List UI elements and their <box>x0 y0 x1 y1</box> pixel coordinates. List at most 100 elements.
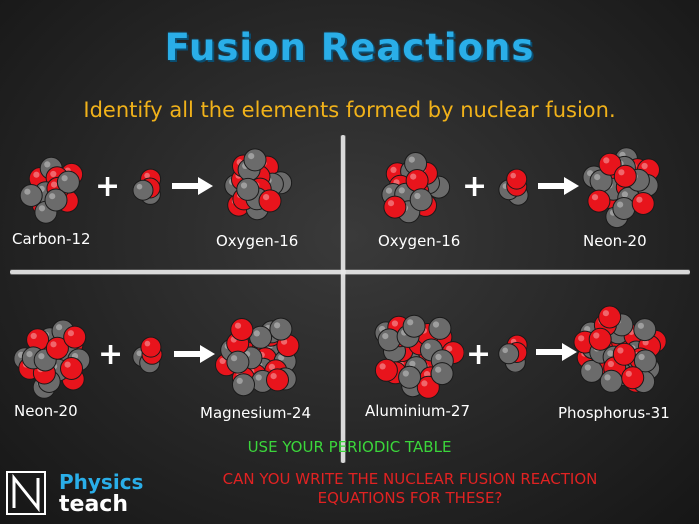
proton-particle <box>612 342 636 366</box>
plus-sign: + <box>466 337 492 372</box>
particle-highlight <box>421 380 428 387</box>
proton-particle <box>631 192 655 215</box>
neutron-particle <box>430 362 454 386</box>
neutron-particle <box>633 349 657 373</box>
neutron-particle <box>398 365 422 389</box>
equation-question-line-2: EQUATIONS FOR THESE? <box>317 489 503 507</box>
particle-highlight <box>33 171 40 178</box>
proton-particle <box>383 195 407 219</box>
particle-highlight <box>603 157 610 164</box>
particle-highlight <box>607 350 614 357</box>
particle-highlight <box>591 194 599 201</box>
proton-particle <box>587 189 611 213</box>
reaction-arrow-icon <box>174 345 215 363</box>
reactant-label-3: Neon-20 <box>14 402 78 420</box>
proton-particle <box>506 168 528 190</box>
particle-highlight <box>618 169 625 176</box>
particle-highlight <box>641 162 648 170</box>
proton-particle <box>140 336 162 358</box>
proton-particle <box>266 368 289 392</box>
particle-highlight <box>382 333 389 340</box>
particle-highlight <box>410 173 417 180</box>
neutron-particle <box>56 170 80 194</box>
particle-highlight <box>593 332 600 339</box>
neutron-particle <box>498 343 520 365</box>
neutron-particle <box>377 328 401 352</box>
neutron-particle <box>44 188 68 212</box>
particle-highlight <box>49 193 56 200</box>
particle-highlight <box>136 183 143 190</box>
particle-highlight <box>636 196 643 203</box>
proton-particle <box>60 357 83 380</box>
horizontal-chalk-divider <box>10 270 690 274</box>
particle-highlight <box>236 377 243 384</box>
product-label-4: Phosphorus-31 <box>558 404 670 422</box>
proton-particle <box>405 169 429 192</box>
particle-highlight <box>407 319 414 326</box>
carbon-12-nucleus-icon <box>19 156 84 224</box>
slide-subtitle: Identify all the elements formed by nucl… <box>83 98 616 122</box>
particle-highlight <box>263 194 270 201</box>
particle-highlight <box>604 374 611 381</box>
logo-text-teach: teach <box>59 492 128 517</box>
aluminium-27-nucleus-icon <box>374 314 464 399</box>
particle-highlight <box>61 175 68 182</box>
particle-highlight <box>248 153 255 160</box>
particle-highlight <box>231 355 238 362</box>
product-label-1: Oxygen-16 <box>216 232 299 250</box>
particle-highlight <box>617 201 624 208</box>
neutron-particle <box>409 188 433 212</box>
oxygen-16-nucleus-icon <box>381 152 451 224</box>
particle-highlight <box>578 335 585 342</box>
neutron-particle <box>612 197 636 220</box>
particle-highlight <box>44 161 51 168</box>
vertical-chalk-divider <box>341 135 345 463</box>
particle-highlight <box>602 310 609 317</box>
particle-highlight <box>240 182 248 189</box>
neon-20-nucleus-icon <box>13 319 91 399</box>
particle-highlight <box>24 188 31 195</box>
particle-highlight <box>584 364 591 371</box>
particle-highlight <box>402 370 409 377</box>
particle-highlight <box>255 374 262 381</box>
particle-highlight <box>446 345 453 352</box>
particle-highlight <box>270 373 277 380</box>
particle-highlight <box>424 343 431 350</box>
particle-highlight <box>398 187 405 194</box>
neutron-particle <box>226 350 250 374</box>
particle-highlight <box>136 350 143 357</box>
proton-particle <box>63 325 87 349</box>
particle-highlight <box>26 351 33 358</box>
particle-highlight <box>30 332 37 340</box>
particle-highlight <box>56 324 63 331</box>
logo-mark-icon <box>6 471 46 515</box>
particle-highlight <box>379 363 386 370</box>
particle-highlight <box>144 172 150 179</box>
particle-highlight <box>423 371 431 378</box>
particle-highlight <box>510 172 516 179</box>
particle-highlight <box>432 321 440 328</box>
reactant-label-4: Aluminium-27 <box>365 402 471 420</box>
particle-highlight <box>51 181 58 188</box>
slide-title: Fusion Reactions <box>164 26 535 69</box>
equation-question-line-1: CAN YOU WRITE THE NUCLEAR FUSION REACTIO… <box>222 470 598 488</box>
particle-highlight <box>594 174 601 181</box>
particle-highlight <box>390 166 397 173</box>
neutron-particle <box>428 316 452 340</box>
particle-highlight <box>38 353 45 360</box>
proton-particle <box>374 358 398 382</box>
neutron-particle <box>580 359 604 383</box>
proton-particle <box>588 327 612 351</box>
particle-highlight <box>387 200 395 207</box>
particle-highlight <box>67 330 74 337</box>
neutron-particle <box>633 318 657 342</box>
particle-highlight <box>274 322 281 329</box>
proton-particle <box>45 336 69 360</box>
periodic-table-instruction: USE YOUR PERIODIC TABLE <box>247 438 452 456</box>
neutron-particle <box>402 314 426 338</box>
proton-particle <box>613 164 637 188</box>
particle-highlight <box>253 330 260 337</box>
particle-highlight <box>625 370 632 377</box>
plus-sign: + <box>98 337 124 372</box>
